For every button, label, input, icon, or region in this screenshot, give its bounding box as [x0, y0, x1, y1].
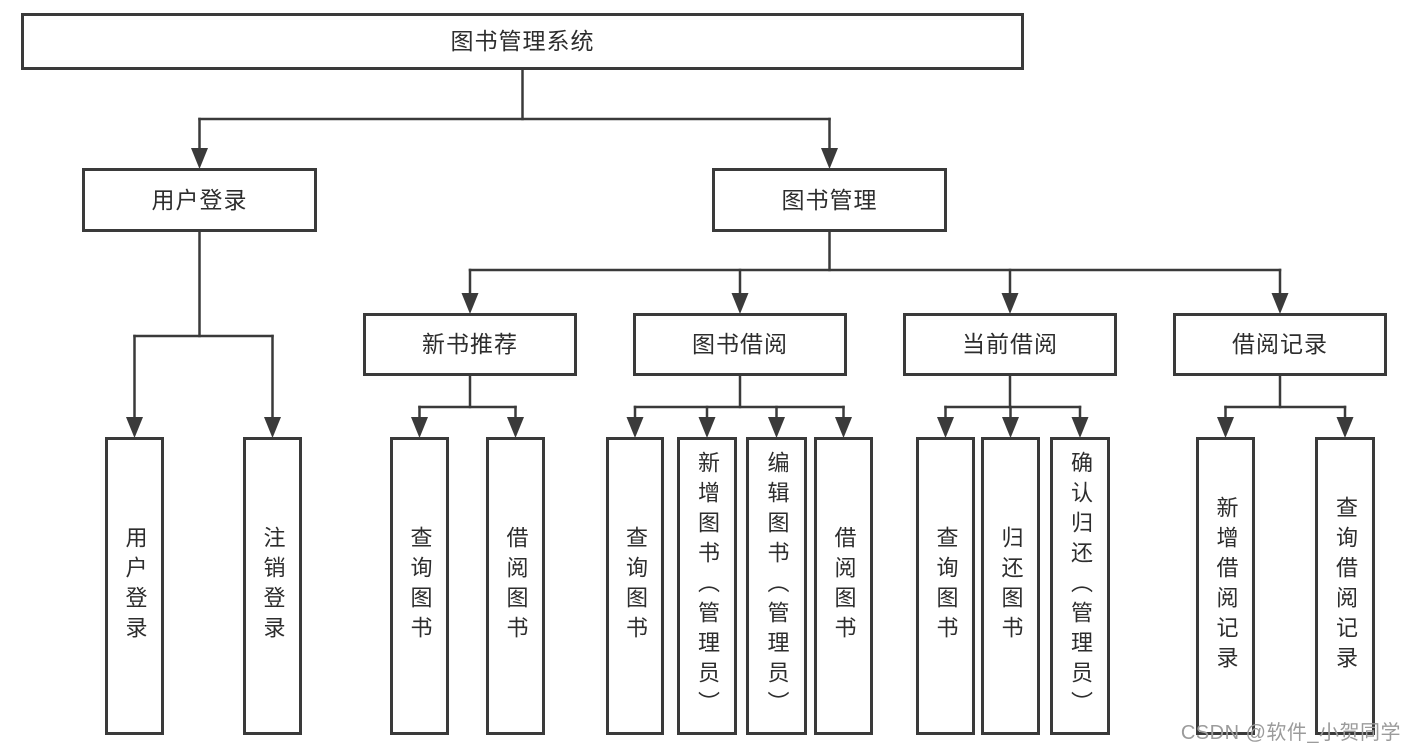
node-current-borrowing: 当前借阅 — [903, 313, 1117, 376]
node-borrowing-records: 借阅记录 — [1173, 313, 1387, 376]
node-leaf-logout: 注销登录 — [243, 437, 302, 735]
node-label-leaf-user-login: 用户登录 — [122, 526, 148, 646]
node-label-leaf-return-books: 归还图书 — [998, 526, 1024, 646]
node-label-leaf-add-book: 新增图书（管理员） — [695, 451, 720, 721]
node-label-book-management: 图书管理 — [781, 186, 878, 213]
node-label-user-login: 用户登录 — [151, 186, 248, 213]
csdn-watermark: CSDN @软件_小贺同学 — [1180, 722, 1401, 744]
node-book-borrowing: 图书借阅 — [633, 313, 847, 376]
node-label-leaf-confirm-return: 确认归还（管理员） — [1068, 451, 1093, 721]
node-leaf-borrow-books-2: 借阅图书 — [814, 437, 873, 735]
node-label-leaf-query-books-3: 查询图书 — [933, 526, 959, 646]
node-label-leaf-borrow-books-2: 借阅图书 — [831, 526, 857, 646]
node-label-borrowing-records: 借阅记录 — [1232, 331, 1328, 357]
node-label-leaf-query-books-2: 查询图书 — [623, 526, 648, 646]
node-user-login: 用户登录 — [82, 168, 317, 232]
node-leaf-query-books-3: 查询图书 — [916, 437, 975, 735]
node-label-leaf-add-record: 新增借阅记录 — [1213, 496, 1239, 676]
node-label-current-borrowing: 当前借阅 — [962, 331, 1058, 357]
node-label-root: 图书管理系统 — [450, 28, 595, 54]
node-root: 图书管理系统 — [21, 13, 1024, 70]
node-label-leaf-query-books-1: 查询图书 — [407, 526, 433, 646]
node-leaf-user-login: 用户登录 — [105, 437, 164, 735]
node-leaf-add-book: 新增图书（管理员） — [677, 437, 737, 735]
node-leaf-edit-book: 编辑图书（管理员） — [746, 437, 807, 735]
node-label-leaf-logout: 注销登录 — [260, 526, 286, 646]
node-label-leaf-query-record: 查询借阅记录 — [1333, 496, 1358, 676]
node-leaf-borrow-books-1: 借阅图书 — [486, 437, 545, 735]
node-label-leaf-edit-book: 编辑图书（管理员） — [764, 451, 790, 721]
node-leaf-query-books-1: 查询图书 — [390, 437, 449, 735]
node-leaf-add-record: 新增借阅记录 — [1196, 437, 1255, 735]
node-leaf-query-books-2: 查询图书 — [606, 437, 664, 735]
node-leaf-query-record: 查询借阅记录 — [1315, 437, 1375, 735]
node-leaf-return-books: 归还图书 — [981, 437, 1040, 735]
node-label-book-borrowing: 图书借阅 — [692, 331, 788, 357]
node-book-management: 图书管理 — [712, 168, 947, 232]
node-label-new-book-recommend: 新书推荐 — [422, 331, 518, 357]
node-leaf-confirm-return: 确认归还（管理员） — [1050, 437, 1110, 735]
node-new-book-recommend: 新书推荐 — [363, 313, 577, 376]
node-label-leaf-borrow-books-1: 借阅图书 — [503, 526, 529, 646]
